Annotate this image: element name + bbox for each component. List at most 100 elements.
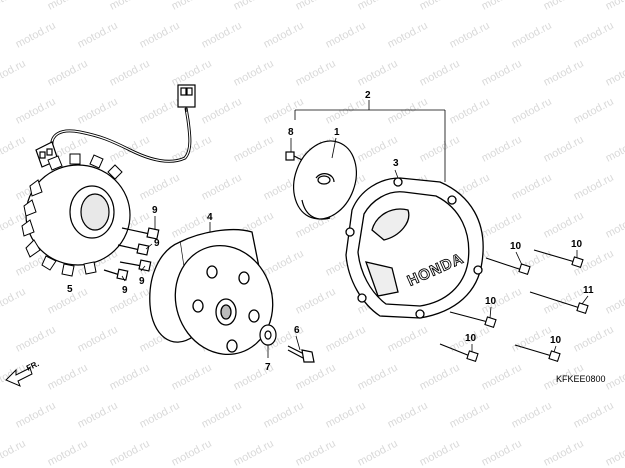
callout-10b: 10 [571, 239, 583, 250]
flywheel-bolt [287, 345, 315, 363]
watermark-text: motod.ru [604, 362, 625, 393]
watermark-text: motod.ru [324, 324, 368, 355]
watermark-text: motod.ru [510, 96, 554, 127]
watermark-text: motod.ru [200, 96, 244, 127]
watermark-text: motod.ru [170, 362, 214, 393]
watermark-text: motod.ru [324, 20, 368, 51]
callout-5: 5 [67, 284, 73, 295]
watermark-text: motod.ru [386, 96, 430, 127]
watermark-text: motod.ru [138, 96, 182, 127]
cover-small-bolt [285, 151, 303, 161]
watermark-text: motod.ru [572, 400, 616, 431]
watermark-text: motod.ru [542, 0, 586, 13]
watermark-text: motod.ru [480, 210, 524, 241]
watermark-text: motod.ru [0, 58, 28, 89]
leader-lines [121, 100, 589, 358]
callout-1: 1 [334, 127, 340, 138]
callout-9a: 9 [152, 205, 158, 216]
watermark-text: motod.ru [0, 286, 28, 317]
watermark-text: motod.ru [324, 96, 368, 127]
callout-9b: 9 [154, 238, 160, 249]
watermark-text: motod.ru [108, 438, 152, 468]
callout-3: 3 [393, 158, 399, 169]
watermark-text: motod.ru [324, 400, 368, 431]
watermark-text: motod.ru [480, 58, 524, 89]
watermark-text: motod.ru [294, 58, 338, 89]
watermark-text: motod.ru [14, 324, 58, 355]
watermark-text: motod.ru [480, 0, 524, 13]
callout-9c: 9 [139, 276, 145, 287]
watermark-text: motod.ru [108, 58, 152, 89]
watermark-text: motod.ru [76, 96, 120, 127]
watermark-text: motod.ru [200, 20, 244, 51]
stator-bolts [103, 227, 160, 281]
watermark-text: motod.ru [604, 0, 625, 13]
arrow-icon [5, 367, 33, 387]
stator-assembly [21, 84, 196, 277]
watermark-text: motod.ru [572, 96, 616, 127]
watermark-text: motod.ru [542, 134, 586, 165]
watermark-text: motod.ru [170, 58, 214, 89]
watermark-text: motod.ru [448, 96, 492, 127]
watermark-text: motod.ru [46, 362, 90, 393]
watermark-text: motod.ru [542, 210, 586, 241]
watermark-text: motod.ru [604, 58, 625, 89]
callout-2: 2 [365, 90, 371, 101]
watermark-text: motod.ru [418, 0, 462, 13]
callout-10e: 10 [550, 335, 562, 346]
callout-11: 11 [583, 285, 594, 296]
watermark-text: motod.ru [480, 362, 524, 393]
wire-connector [177, 84, 196, 112]
generator-cover: HONDA [345, 177, 484, 319]
watermark-text: motod.ru [232, 438, 276, 468]
watermark-text: motod.ru [14, 20, 58, 51]
watermark-text: motod.ru [294, 0, 338, 13]
watermark-text: motod.ru [14, 400, 58, 431]
watermark-text: motod.ru [418, 58, 462, 89]
watermark-text: motod.ru [448, 400, 492, 431]
watermark-text: motod.ru [418, 134, 462, 165]
watermark-text: motod.ru [262, 400, 306, 431]
watermark-text: motod.ru [294, 286, 338, 317]
watermark-text: motod.ru [448, 20, 492, 51]
cover-gasket [293, 140, 357, 220]
callout-4: 4 [207, 212, 213, 223]
watermark-text: motod.ru [386, 400, 430, 431]
watermark-text: motod.ru [356, 438, 400, 468]
watermark-text: motod.ru [76, 324, 120, 355]
watermark-text: motod.ru [170, 0, 214, 13]
watermark-text: motod.ru [294, 438, 338, 468]
watermark-text: motod.ru [294, 362, 338, 393]
watermark-text: motod.ru [604, 134, 625, 165]
callout-10c: 10 [485, 296, 497, 307]
watermark-text: motod.ru [356, 58, 400, 89]
stator-poles [21, 153, 123, 277]
callout-7: 7 [265, 362, 271, 373]
watermark-text: motod.ru [542, 438, 586, 468]
watermark-text: motod.ru [356, 0, 400, 13]
watermark-text: motod.ru [0, 0, 28, 13]
watermark-text: motod.ru [572, 324, 616, 355]
watermark-text: motod.ru [572, 20, 616, 51]
callout-6: 6 [294, 325, 300, 336]
callout-8: 8 [288, 127, 294, 138]
watermark-text: motod.ru [232, 0, 276, 13]
watermark-text: motod.ru [418, 438, 462, 468]
watermark-text: motod.ru [232, 134, 276, 165]
watermark-text: motod.ru [46, 438, 90, 468]
watermark-text: motod.ru [0, 134, 28, 165]
watermark-text: motod.ru [604, 286, 625, 317]
watermark-text: motod.ru [542, 286, 586, 317]
watermark-text: motod.ru [356, 362, 400, 393]
watermark-text: motod.ru [76, 20, 120, 51]
watermark-text: motod.ru [262, 248, 306, 279]
watermark-text: motod.ru [14, 96, 58, 127]
watermark-text: motod.ru [76, 400, 120, 431]
flywheel [149, 229, 274, 356]
cover-bolts [439, 249, 589, 363]
watermark-text: motod.ru [510, 20, 554, 51]
callout-10d: 10 [465, 333, 477, 344]
watermark-text: motod.ru [138, 20, 182, 51]
watermark-text: motod.ru [46, 58, 90, 89]
